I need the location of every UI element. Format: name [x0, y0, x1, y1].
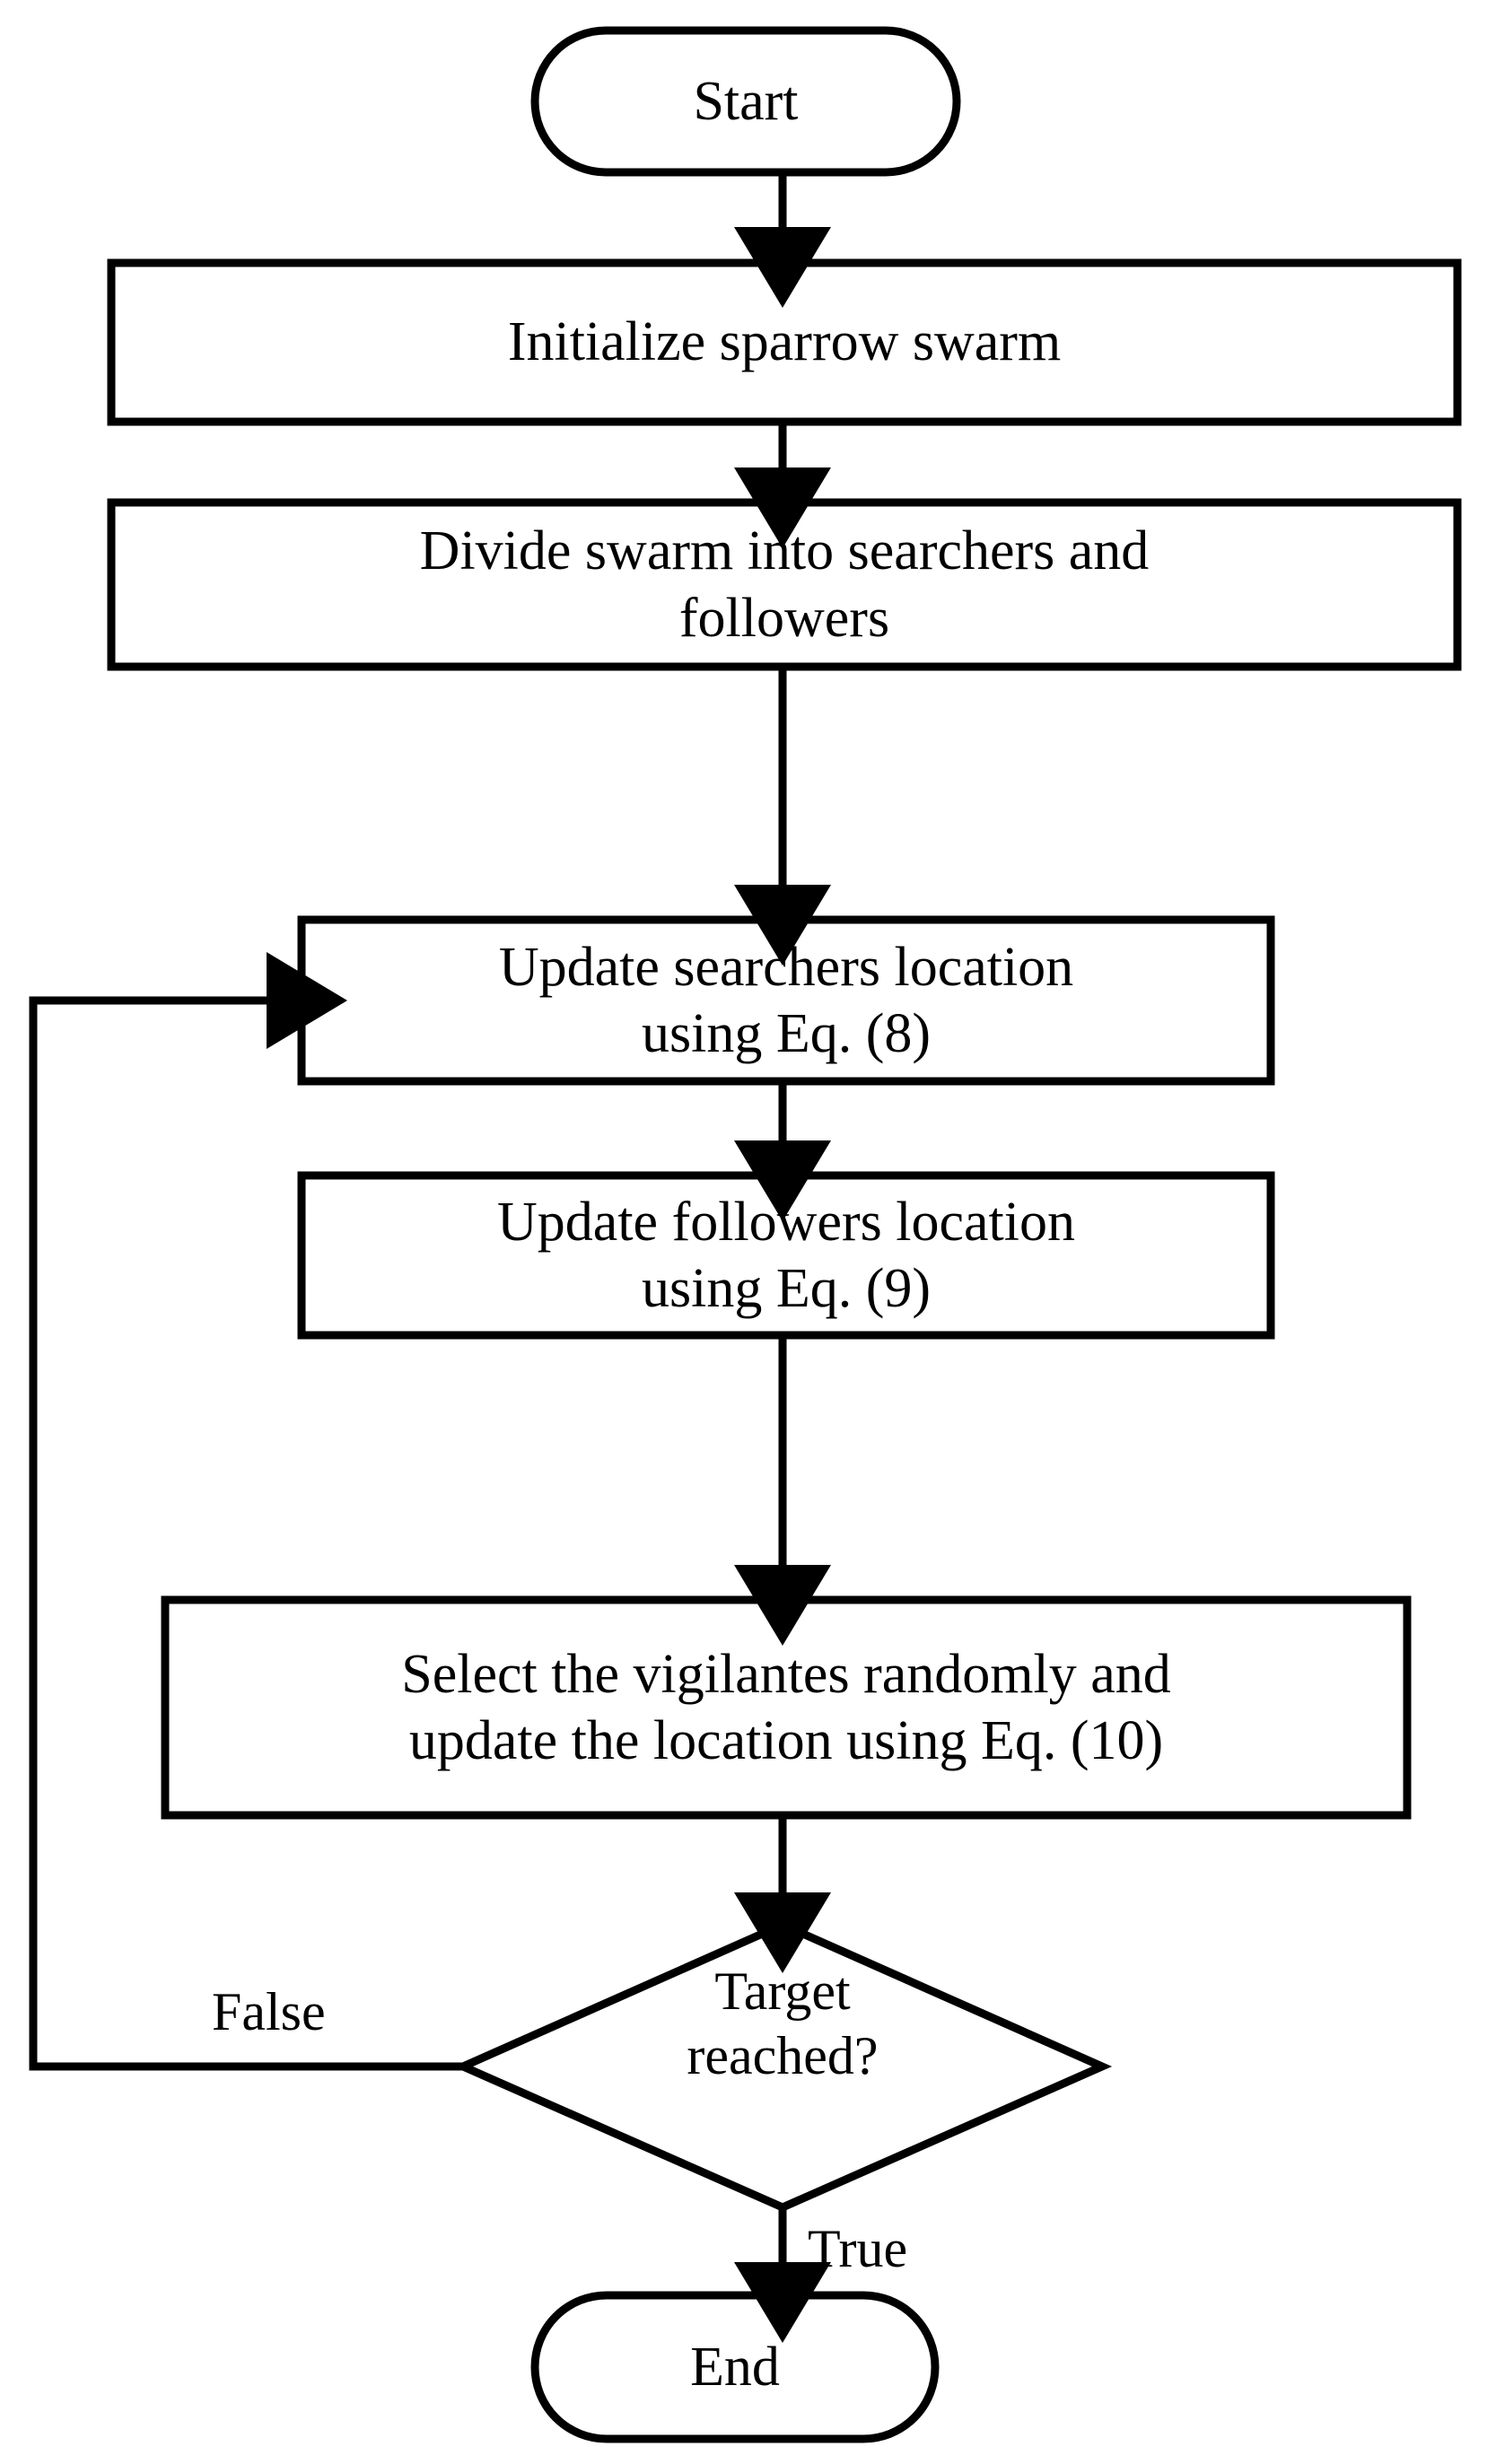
decision-node-shape[interactable] — [452, 1920, 1113, 2212]
edge-label-false: False — [212, 1982, 326, 2041]
start-node-shape[interactable] — [530, 26, 961, 177]
edge-label-true: True — [808, 2219, 908, 2278]
update-followers-node-shape[interactable] — [297, 1171, 1275, 1340]
update-searchers-node-shape[interactable] — [297, 915, 1275, 1086]
vigilantes-node-shape[interactable] — [161, 1595, 1412, 1820]
divide-node-shape[interactable] — [107, 498, 1462, 671]
init-node-shape[interactable] — [107, 258, 1462, 426]
end-node-shape[interactable] — [530, 2291, 940, 2443]
edge-false-feedback-loop — [29, 952, 463, 2071]
